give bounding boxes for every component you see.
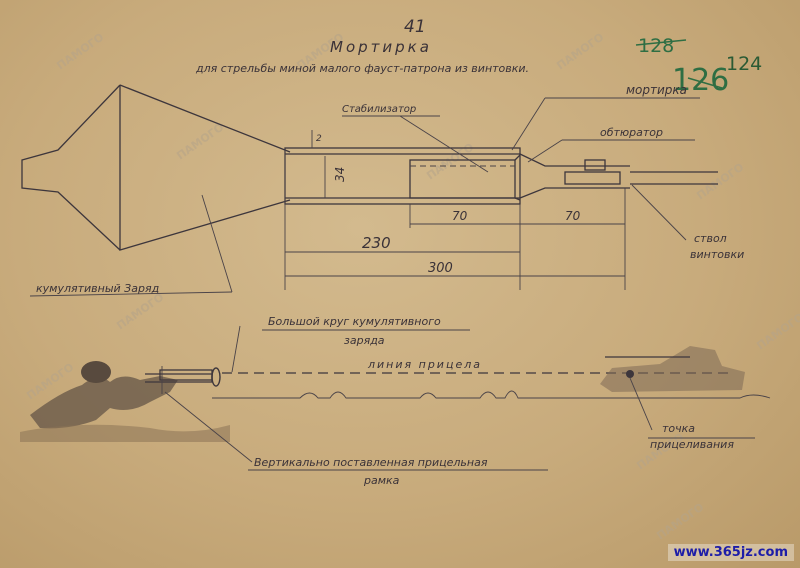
- cumulative-charge-drawing: [21, 84, 291, 293]
- cumulative-charge-underline: [29, 291, 233, 297]
- charge-head: [21, 84, 121, 251]
- archive-number-new: 124: [726, 53, 762, 75]
- aiming-scene: линия прицела Большой круг кумулятивного…: [20, 315, 771, 487]
- archive-number-current: 126: [672, 63, 729, 98]
- obturator-leader: [527, 139, 563, 163]
- label-aim-point-1: точка: [662, 422, 695, 435]
- label-frame-2: рамка: [363, 474, 400, 487]
- label-sight-line: линия прицела: [367, 358, 482, 371]
- page-number: 41: [404, 17, 426, 37]
- dim-length-c: 230: [362, 234, 391, 252]
- strike-old: [635, 39, 687, 46]
- big-circle-leader: [231, 325, 241, 373]
- aim-point-leader: [629, 377, 653, 431]
- label-cumulative-charge: кумулятивный Заряд: [36, 282, 159, 295]
- dim-diameter: 34: [333, 167, 347, 182]
- label-big-circle-2: заряда: [344, 334, 385, 347]
- dim-length-d: 300: [428, 261, 453, 276]
- strike-current: [687, 77, 723, 89]
- label-stabilizer: Стабилизатор: [342, 103, 416, 115]
- watermark-11: ПАМОГО: [654, 501, 706, 543]
- archive-number-old: 128: [638, 35, 674, 57]
- mine-tail: [514, 154, 521, 201]
- charge-leader: [201, 194, 233, 293]
- big-charge-circle: [211, 367, 221, 387]
- site-watermark: www.365jz.com: [667, 544, 794, 561]
- label-mortar: мортирка: [626, 83, 687, 97]
- label-frame-1: Вертикально поставленная прицельная: [254, 456, 488, 469]
- label-obturator: обтюратор: [600, 126, 663, 139]
- obturator-cap: [584, 159, 606, 171]
- watermark-9: ПАМОГО: [634, 431, 686, 473]
- stabilizer-leader: [399, 115, 489, 173]
- drawing-subtitle: для стрельбы миной малого фауст-патрона …: [195, 62, 529, 75]
- rifle-barrel-leader: [631, 184, 687, 241]
- tube-labels: Стабилизатор мортирка обтюратор ствол ви…: [29, 83, 744, 297]
- terrain-profile: [212, 390, 600, 399]
- label-big-circle-1: Большой круг кумулятивного: [268, 315, 441, 328]
- dim-length-a: 70: [452, 209, 468, 223]
- label-rifle-barrel-1: ствол: [694, 232, 727, 245]
- watermark-2: ПАМОГО: [174, 121, 226, 163]
- watermark-7: ПАМОГО: [114, 291, 166, 333]
- mortar-tube-drawing: [284, 147, 718, 205]
- watermark-5: ПАМОГО: [554, 31, 606, 73]
- obturator-neck: [519, 153, 630, 199]
- charge-cone: [119, 84, 291, 251]
- frame-leader: [164, 391, 253, 463]
- mine-body: [409, 159, 516, 199]
- watermark-4: ПАМОГО: [424, 141, 476, 183]
- label-rifle-barrel-2: винтовки: [690, 248, 744, 261]
- terrain-right: [600, 394, 771, 399]
- dim-length-b: 70: [565, 209, 581, 223]
- watermark-1: ПАМОГО: [54, 31, 106, 73]
- soldier-helmet: [81, 361, 111, 383]
- mortar-leader: [511, 97, 546, 151]
- archive-numbers: 128 126 124: [635, 35, 762, 98]
- aim-point-dot: [626, 370, 634, 378]
- watermark-6: ПАМОГО: [694, 161, 746, 203]
- drawing-title: Мортирка: [330, 38, 432, 56]
- obturator-block: [564, 171, 621, 185]
- soldier-figure: [30, 376, 178, 429]
- dim-gap: 2: [316, 134, 322, 144]
- trench-ground: [20, 424, 230, 442]
- tank-silhouette: [600, 346, 745, 392]
- watermark-10: ПАМОГО: [754, 311, 800, 353]
- dimension-lines: 2 34 70 70 230 300: [284, 130, 626, 290]
- label-aim-point-2: прицеливания: [650, 438, 734, 451]
- tube-body: [284, 147, 521, 205]
